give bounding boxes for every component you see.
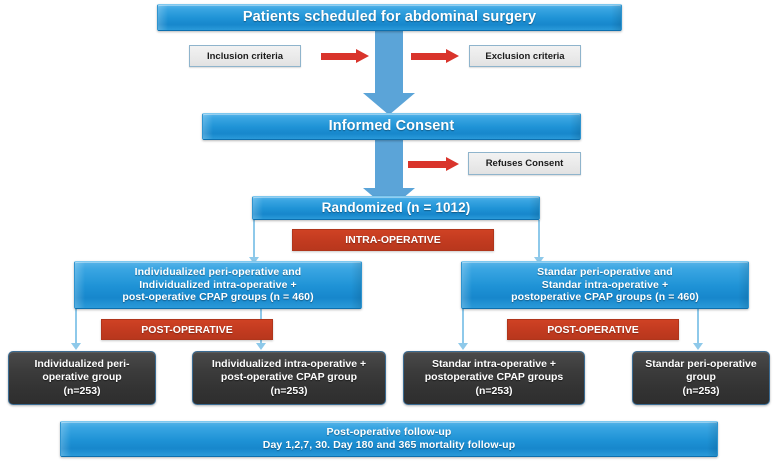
node-randomized-label: Randomized (n = 1012) [321,199,471,215]
node-outcome-2-line2: post-operative CPAP group [220,371,358,384]
block-arrow-top-shaft [375,31,403,93]
red-arrow-exclusion [411,49,459,63]
block-arrow-consent-shaft [375,140,403,188]
connector-arm-right-a [462,309,464,345]
node-refuses-consent: Refuses Consent [468,152,581,175]
node-refuses-consent-label: Refuses Consent [485,158,564,169]
node-arm-individualized-line2: Individualized intra-operative + [139,278,297,291]
red-arrow-head [446,49,459,63]
node-exclusion-criteria: Exclusion criteria [469,45,581,67]
connector-arm-right-b [697,309,699,345]
node-outcome-3-line1: Standar intra-operative + [432,358,556,371]
red-arrow-shaft [411,53,446,60]
red-arrow-refuses-consent [408,157,460,171]
connector-randomized-right [538,220,540,259]
node-followup-line2: Day 1,2,7, 30. Day 180 and 365 mortality… [262,439,516,451]
connector-arm-left-a [75,309,77,345]
red-arrow-inclusion [321,49,369,63]
node-randomized: Randomized (n = 1012) [252,196,540,220]
banner-post-operative-left-label: POST-OPERATIVE [141,323,233,336]
node-outcome-individualized-intra-cpap: Individualized intra-operative + post-op… [192,351,386,405]
banner-intra-operative-label: INTRA-OPERATIVE [345,234,441,246]
node-outcome-3-line3: (n=253) [475,384,513,397]
node-outcome-1-line3: (n=253) [63,384,101,397]
banner-post-operative-right: POST-OPERATIVE [507,319,679,340]
banner-post-operative-left: POST-OPERATIVE [101,319,273,340]
node-inclusion-criteria-label: Inclusion criteria [206,50,284,62]
node-exclusion-criteria-label: Exclusion criteria [485,50,565,62]
node-outcome-2-line1: Individualized intra-operative + [211,358,367,371]
red-arrow-head [446,157,459,171]
banner-post-operative-right-label: POST-OPERATIVE [547,323,639,336]
node-outcome-4-line3: (n=253) [682,384,720,397]
node-informed-consent: Informed Consent [202,113,581,140]
node-outcome-1-line2: operative group [42,371,122,384]
connector-arm-right-b-tip [693,343,703,350]
node-informed-consent-label: Informed Consent [328,117,455,134]
red-arrow-shaft [408,161,446,168]
red-arrow-head [356,49,369,63]
node-patients-scheduled: Patients scheduled for abdominal surgery [157,4,622,31]
node-arm-individualized: Individualized peri-operative and Indivi… [74,261,362,309]
node-postoperative-followup: Post-operative follow-up Day 1,2,7, 30. … [60,421,718,457]
connector-arm-left-b-tip [256,343,266,350]
block-arrow-top-head [363,93,415,115]
node-outcome-standar-intra-cpap: Standar intra-operative + postoperative … [403,351,585,405]
node-outcome-standar-peri: Standar peri-operative group (n=253) [632,351,770,405]
node-arm-individualized-line1: Individualized peri-operative and [134,265,302,278]
node-followup-line1: Post-operative follow-up [326,426,452,439]
node-inclusion-criteria: Inclusion criteria [189,45,301,67]
node-outcome-1-line1: Individualized peri- [34,358,130,371]
node-patients-scheduled-label: Patients scheduled for abdominal surgery [242,8,537,25]
connector-arm-right-a-tip [458,343,468,350]
node-arm-standar-line1: Standar peri-operative and [537,265,673,278]
node-outcome-3-line2: postoperative CPAP groups [424,371,564,384]
node-outcome-4-line2: group [686,371,716,384]
node-arm-standar-line2: Standar intra-operative + [541,278,669,291]
node-outcome-2-line3: (n=253) [270,384,308,397]
node-outcome-4-line1: Standar peri-operative [645,358,757,371]
banner-intra-operative: INTRA-OPERATIVE [292,229,494,251]
node-arm-standar: Standar peri-operative and Standar intra… [461,261,749,309]
connector-randomized-left [253,220,255,259]
node-outcome-individualized-peri: Individualized peri- operative group (n=… [8,351,156,405]
node-arm-standar-line3: postoperative CPAP groups (n = 460) [511,291,699,304]
red-arrow-shaft [321,53,356,60]
connector-arm-left-a-tip [71,343,81,350]
node-arm-individualized-line3: post-operative CPAP groups (n = 460) [122,291,314,304]
